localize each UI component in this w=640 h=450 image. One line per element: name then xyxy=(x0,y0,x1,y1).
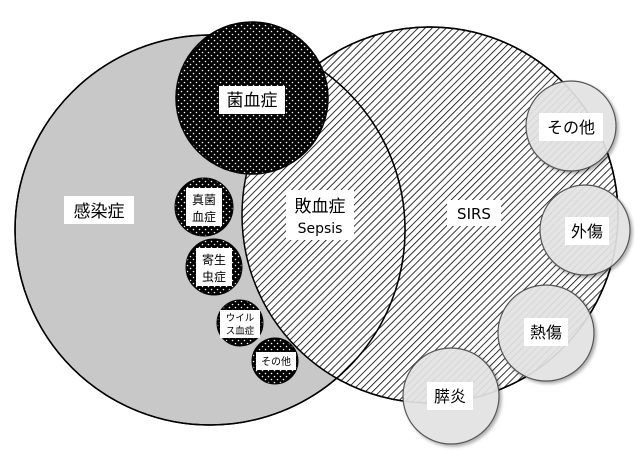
viremia-label: ウイル ス血症 xyxy=(220,310,260,338)
burn-label: 熱傷 xyxy=(524,318,568,346)
svg-text:敗血症: 敗血症 xyxy=(295,197,346,217)
svg-text:SIRS: SIRS xyxy=(457,205,491,223)
svg-text:虫症: 虫症 xyxy=(202,269,226,284)
svg-text:Sepsis: Sepsis xyxy=(298,221,343,237)
svg-text:菌血症: 菌血症 xyxy=(227,91,278,111)
svg-text:感染症: 感染症 xyxy=(74,202,125,222)
svg-text:その他: その他 xyxy=(547,118,595,137)
svg-text:血症: 血症 xyxy=(192,209,216,224)
sepsis-label: 敗血症 Sepsis xyxy=(286,190,354,240)
other-sirs-label: その他 xyxy=(539,113,603,141)
bacteremia-label: 菌血症 xyxy=(219,86,285,114)
svg-text:ス血症: ス血症 xyxy=(226,325,255,337)
pancreatitis-label: 膵炎 xyxy=(427,382,473,410)
infection-label: 感染症 xyxy=(64,196,134,224)
svg-text:寄生: 寄生 xyxy=(202,252,226,267)
svg-text:外傷: 外傷 xyxy=(571,222,603,241)
svg-text:真菌: 真菌 xyxy=(192,193,216,207)
trauma-label: 外傷 xyxy=(565,217,609,245)
svg-text:その他: その他 xyxy=(261,355,291,368)
parasitemia-label: 寄生 虫症 xyxy=(196,248,232,286)
sirs-label: SIRS xyxy=(447,200,501,226)
other-infection-label: その他 xyxy=(256,352,296,370)
svg-text:熱傷: 熱傷 xyxy=(530,323,562,342)
sepsis-overlap-region xyxy=(242,35,405,403)
fungemia-label: 真菌 血症 xyxy=(186,188,222,226)
svg-text:ウイル: ウイル xyxy=(226,313,255,324)
svg-text:膵炎: 膵炎 xyxy=(434,387,466,406)
